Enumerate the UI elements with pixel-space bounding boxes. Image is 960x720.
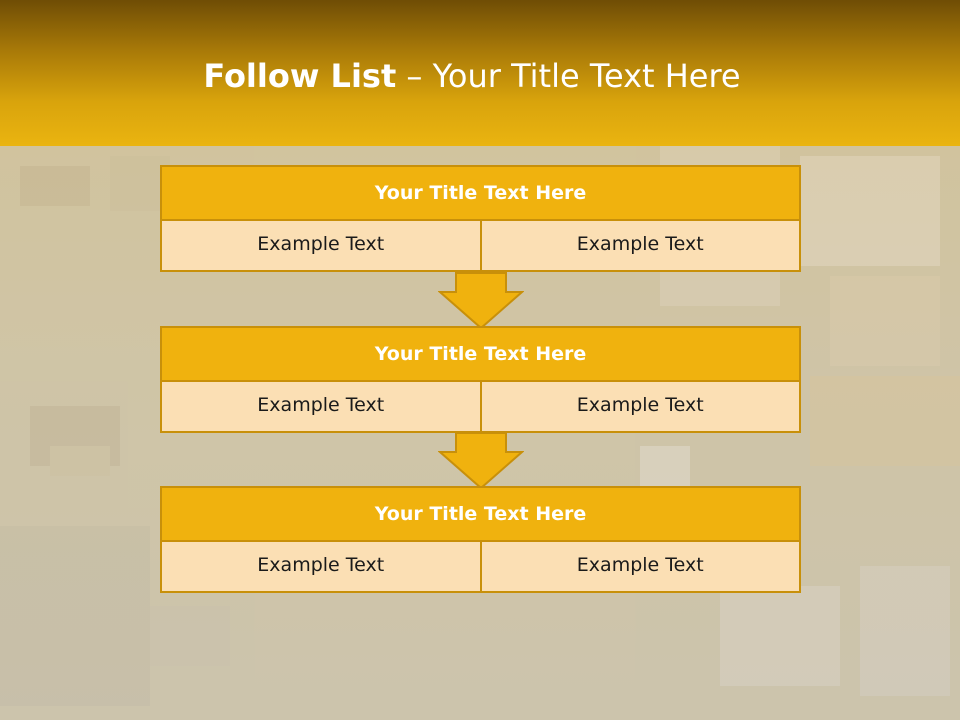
header-band: Follow List – Your Title Text Here xyxy=(0,0,960,146)
step-3-left-text: Example Text xyxy=(160,542,482,593)
step-row-2: Example Text Example Text xyxy=(160,382,801,433)
step-row-1: Example Text Example Text xyxy=(160,221,801,272)
step-1-right-text: Example Text xyxy=(481,221,801,272)
step-row-3: Example Text Example Text xyxy=(160,542,801,593)
title-bold: Follow List xyxy=(203,57,397,95)
step-2-left-text: Example Text xyxy=(160,382,482,433)
step-box-2: Your Title Text Here Example Text Exampl… xyxy=(160,326,801,433)
step-box-3: Your Title Text Here Example Text Exampl… xyxy=(160,486,801,593)
step-title-3: Your Title Text Here xyxy=(160,486,801,542)
step-title-2: Your Title Text Here xyxy=(160,326,801,382)
title-rest: – Your Title Text Here xyxy=(396,57,741,95)
step-1-left-text: Example Text xyxy=(160,221,482,272)
arrow-down-1 xyxy=(438,272,524,330)
arrow-down-2 xyxy=(438,432,524,490)
step-2-right-text: Example Text xyxy=(481,382,801,433)
step-box-1: Your Title Text Here Example Text Exampl… xyxy=(160,165,801,272)
slide-title: Follow List – Your Title Text Here xyxy=(0,52,944,100)
step-title-1: Your Title Text Here xyxy=(160,165,801,221)
step-3-right-text: Example Text xyxy=(481,542,801,593)
